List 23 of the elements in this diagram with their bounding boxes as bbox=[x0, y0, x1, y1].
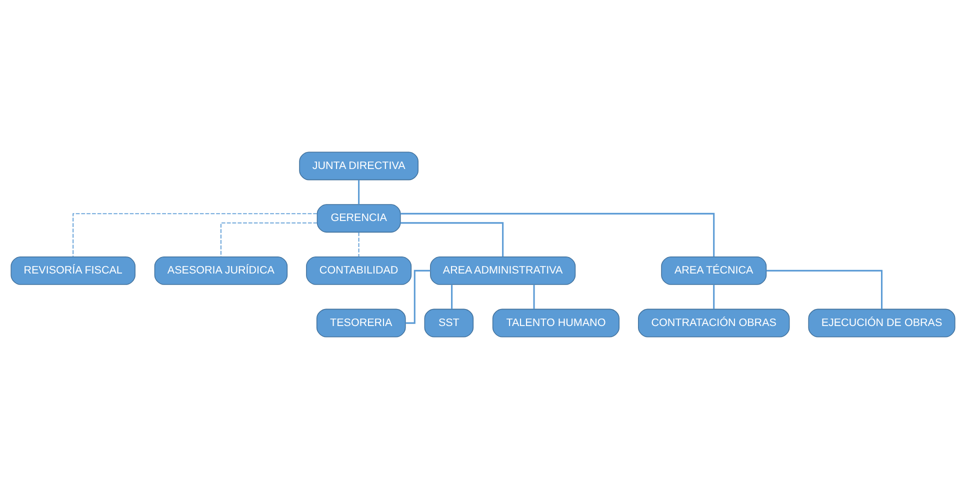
connector bbox=[400, 222, 504, 257]
node-box: JUNTA DIRECTIVA bbox=[299, 152, 418, 180]
connector bbox=[358, 180, 360, 204]
node-box: CONTRATACIÓN OBRAS bbox=[638, 308, 790, 338]
node-box: CONTABILIDAD bbox=[306, 256, 412, 285]
node-box: TALENTO HUMANO bbox=[492, 308, 620, 338]
node-box: EJECUCIÓN DE OBRAS bbox=[808, 308, 956, 338]
node-box: SST bbox=[424, 308, 474, 338]
connector bbox=[400, 212, 715, 257]
connector bbox=[713, 284, 715, 309]
connector bbox=[358, 232, 360, 258]
connector bbox=[451, 284, 453, 309]
node-box: AREA TÉCNICA bbox=[661, 256, 767, 285]
node-box: TESORERIA bbox=[316, 308, 406, 338]
connector bbox=[533, 284, 535, 309]
node-box: GERENCIA bbox=[316, 204, 401, 233]
connector bbox=[766, 270, 883, 310]
connector bbox=[220, 222, 318, 258]
node-box: REVISORÍA FISCAL bbox=[10, 256, 136, 285]
node-box: AREA ADMINISTRATIVA bbox=[430, 256, 576, 285]
connector bbox=[72, 213, 318, 258]
node-box: ASESORIA JURÍDICA bbox=[154, 256, 288, 285]
connector bbox=[406, 270, 430, 324]
